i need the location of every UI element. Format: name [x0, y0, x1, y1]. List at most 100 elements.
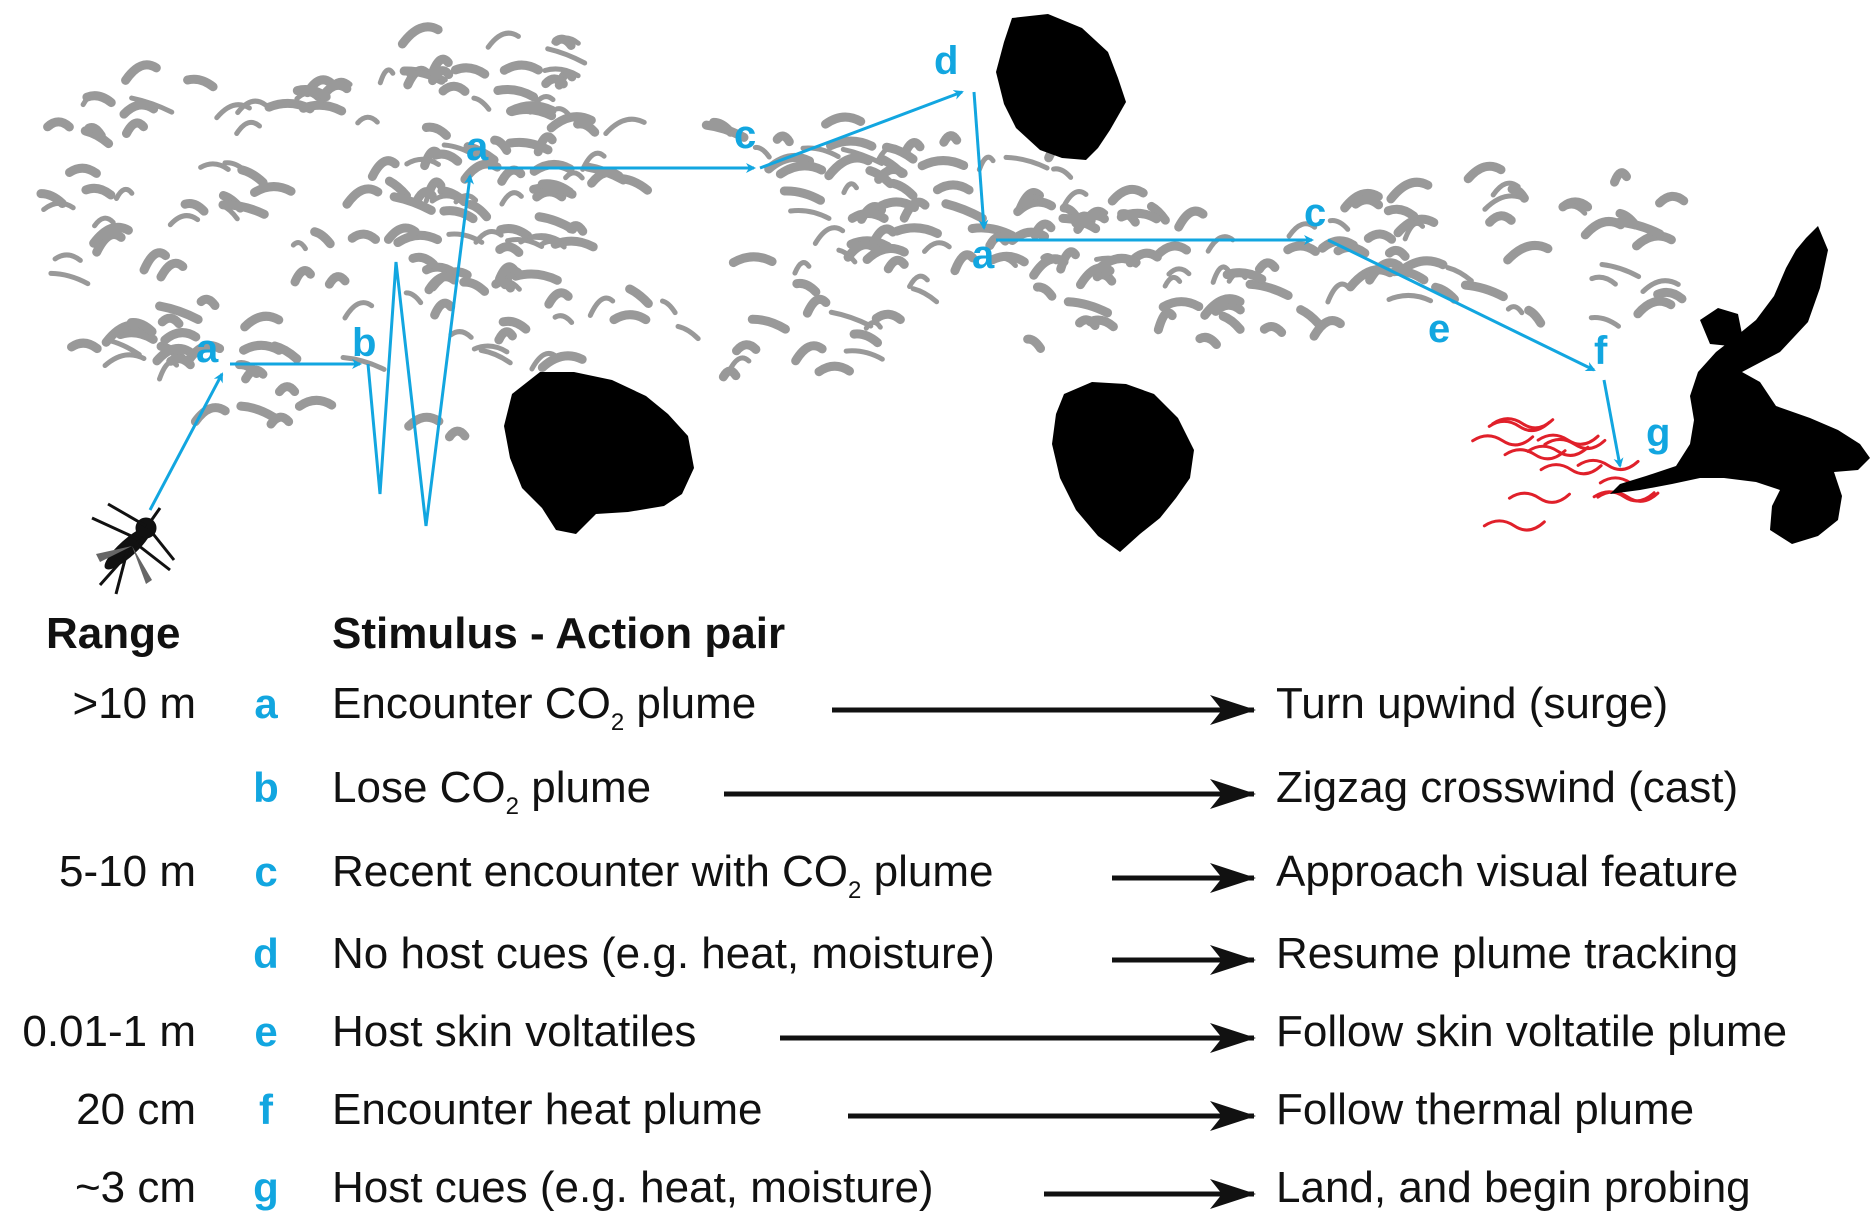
plume-filament	[180, 199, 209, 216]
heat-filament	[1592, 490, 1656, 503]
plume-filament	[214, 102, 252, 121]
range-value: 20 cm	[76, 1085, 196, 1134]
plume-filament	[438, 81, 470, 96]
plume-filament	[495, 262, 519, 284]
plume-filament	[113, 186, 135, 201]
plume-filament	[1317, 236, 1359, 253]
stimulus-action-header: Stimulus - Action pair	[332, 609, 785, 658]
path-labels: a b a c d a c e f g	[196, 39, 1670, 455]
plume-filament	[907, 273, 930, 290]
path-label-a: a	[196, 327, 219, 371]
heat-filament	[1482, 519, 1546, 532]
plume-filament	[725, 355, 752, 376]
plume-filament	[478, 347, 513, 366]
plume-filament	[264, 98, 315, 114]
plume-filament	[1200, 294, 1245, 320]
plume-filament	[495, 242, 524, 258]
plume-filament	[752, 144, 772, 160]
stimulus-text: Recent encounter with CO2 plume	[332, 847, 993, 904]
plume-filament	[160, 328, 201, 345]
plume-filament	[1588, 315, 1622, 329]
plume-filament	[1383, 204, 1419, 221]
plume-filament	[471, 343, 510, 355]
mosquito-icon	[91, 502, 176, 595]
plume-filament	[1640, 278, 1681, 295]
plume-filament	[1210, 264, 1231, 285]
plume-filament	[1211, 300, 1245, 316]
plume-filament	[1259, 322, 1287, 337]
path-segment	[366, 174, 474, 527]
plume-filament	[849, 329, 883, 348]
plume-filament	[498, 316, 531, 334]
plume-filament	[1092, 270, 1117, 286]
plume-filament	[1445, 265, 1474, 284]
plume-filament	[499, 190, 524, 207]
plume-filament	[788, 207, 832, 221]
obstacle-rock-icon	[1052, 382, 1194, 552]
plume-filament	[448, 329, 474, 340]
plume-filament	[728, 252, 777, 268]
plume-filament	[80, 92, 104, 108]
plume-filament	[421, 122, 451, 140]
plume-filament	[537, 351, 587, 373]
plume-filament	[546, 112, 596, 133]
plume-filament	[377, 67, 396, 86]
co2-plume-filaments	[36, 22, 1689, 442]
plume-filament	[1393, 214, 1439, 238]
plume-filament	[779, 186, 826, 205]
range-value: >10 m	[72, 679, 196, 728]
plume-filament	[791, 341, 827, 366]
plume-filament	[552, 313, 575, 325]
plume-filament	[1599, 262, 1642, 280]
plume-filament	[274, 382, 300, 397]
plume-filament	[747, 314, 790, 334]
plume-filament	[675, 323, 701, 342]
plume-filament	[1283, 241, 1320, 256]
plume-filament	[1386, 177, 1433, 204]
path-segment	[972, 91, 989, 230]
plume-filament	[107, 338, 142, 358]
plume-filament	[1146, 201, 1170, 225]
plume-filament	[65, 163, 101, 178]
path-label-d: d	[934, 39, 958, 83]
plume-filament	[573, 119, 600, 137]
plume-filament	[542, 66, 581, 79]
plume-filament	[119, 100, 159, 119]
plume-filament	[459, 277, 490, 296]
stimulus-text: No host cues (e.g. heat, moisture)	[332, 929, 995, 978]
plume-filament	[1351, 195, 1384, 210]
plume-filament	[1365, 258, 1404, 285]
path-segment	[759, 90, 964, 170]
plume-filament	[404, 156, 441, 167]
plume-filament	[506, 101, 557, 116]
plume-filament	[1007, 227, 1050, 246]
row-key-letter: g	[253, 1164, 279, 1211]
range-value: ~3 cm	[75, 1163, 196, 1212]
plume-filament	[1032, 282, 1057, 301]
plume-filament	[544, 288, 573, 309]
plume-filament	[235, 98, 268, 116]
plume-filament	[1085, 315, 1118, 332]
plume-filament	[950, 250, 978, 276]
plume-filament	[198, 161, 231, 172]
plume-filament	[347, 229, 381, 244]
plume-filament	[826, 136, 877, 151]
plume-filament	[932, 180, 974, 195]
plume-filament	[239, 340, 284, 355]
plume-filament	[871, 309, 905, 325]
plume-filament	[824, 153, 873, 181]
plume-filament	[1485, 211, 1516, 227]
row-key-letter: a	[254, 680, 278, 727]
obstacle-rock-icon	[996, 14, 1126, 160]
path-label-c: c	[1304, 191, 1326, 235]
plume-filament	[290, 240, 308, 252]
row-key-letter: e	[254, 1008, 277, 1055]
plume-filament	[863, 319, 883, 331]
plume-filament	[1254, 258, 1280, 274]
flight-path	[148, 90, 1624, 527]
heat-filament	[1491, 417, 1555, 430]
plume-filament	[841, 181, 859, 196]
plume-filament	[84, 123, 106, 141]
plume-filament	[812, 225, 846, 246]
